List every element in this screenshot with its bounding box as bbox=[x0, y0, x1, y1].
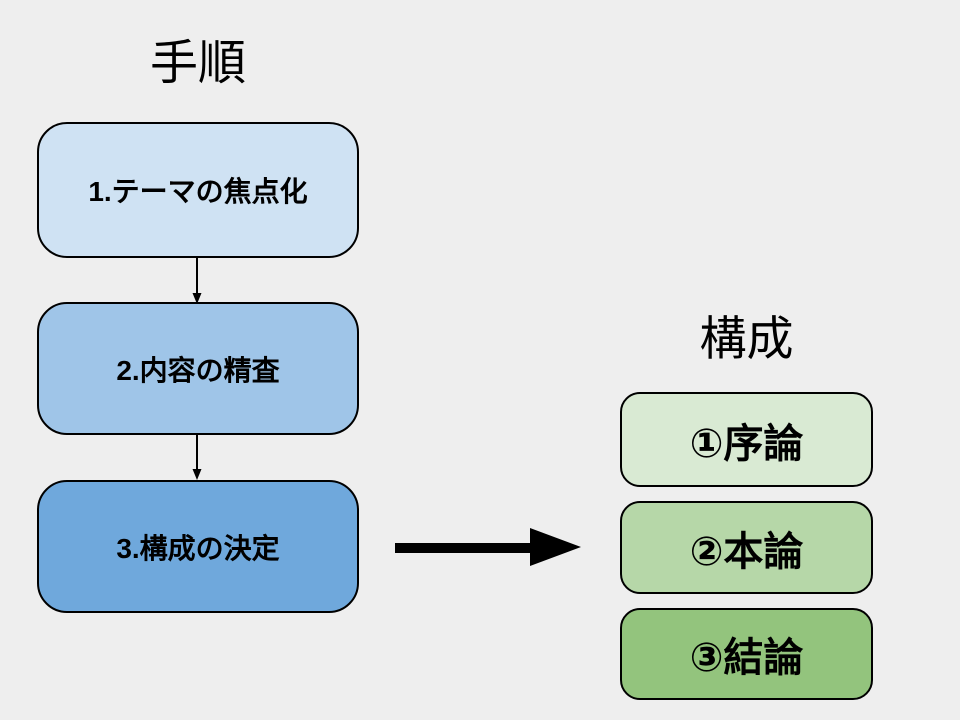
procedure-title: 手順 bbox=[149, 37, 246, 90]
right-arrow-icon bbox=[395, 528, 581, 566]
flow-step-1-label: 1.テーマの焦点化 bbox=[88, 176, 308, 207]
structure-item-3-box: ③結論 bbox=[620, 608, 873, 700]
flow-step-2-box: 2.内容の精査 bbox=[37, 302, 359, 435]
flow-step-3-label: 3.構成の決定 bbox=[116, 532, 280, 564]
structure-item-3-label: ③結論 bbox=[689, 636, 804, 680]
structure-item-2-box: ②本論 bbox=[620, 501, 873, 594]
down-arrow-icon bbox=[192, 434, 202, 480]
flow-step-2-label: 2.内容の精査 bbox=[116, 354, 280, 386]
structure-item-1-box: ①序論 bbox=[620, 392, 873, 487]
structure-item-2-label: ②本論 bbox=[689, 529, 804, 574]
down-arrow-icon bbox=[192, 258, 202, 304]
structure-item-1-label: ①序論 bbox=[689, 421, 804, 466]
structure-title: 構成 bbox=[699, 312, 794, 365]
flow-step-1-box: 1.テーマの焦点化 bbox=[37, 122, 359, 258]
flow-step-3-box: 3.構成の決定 bbox=[37, 480, 359, 613]
